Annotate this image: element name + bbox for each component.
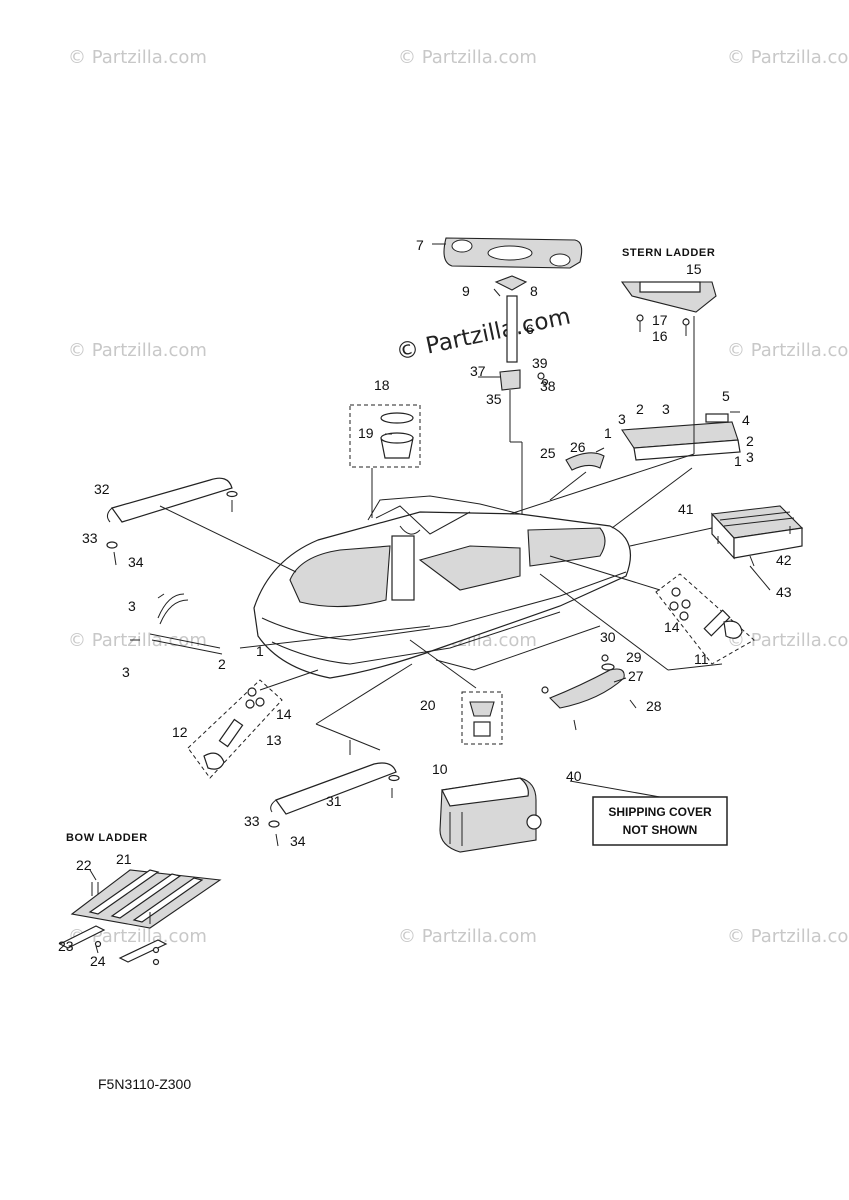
part-7-seat-top bbox=[432, 237, 583, 269]
callout-37: 37 bbox=[470, 363, 486, 379]
part-11-cleat-group bbox=[655, 573, 755, 665]
callout-39: 39 bbox=[532, 355, 548, 371]
callout-43: 43 bbox=[776, 584, 792, 600]
callout-4: 4 bbox=[742, 412, 750, 428]
callout-41: 41 bbox=[678, 501, 694, 517]
part-12-cleat-group bbox=[187, 679, 283, 779]
callout-2: 2 bbox=[746, 433, 754, 449]
watermark: © Partzilla.com bbox=[727, 47, 849, 68]
callout-34: 34 bbox=[128, 554, 144, 570]
callout-27: 27 bbox=[628, 668, 644, 684]
watermark: © Partzilla.com bbox=[68, 340, 207, 361]
callout-14: 14 bbox=[276, 706, 292, 722]
callout-18: 18 bbox=[374, 377, 390, 393]
callout-19: 19 bbox=[358, 425, 374, 441]
callout-30: 30 bbox=[600, 629, 616, 645]
callout-34: 34 bbox=[290, 833, 306, 849]
callout-33: 33 bbox=[244, 813, 260, 829]
callout-1: 1 bbox=[604, 425, 612, 441]
callout-10: 10 bbox=[432, 761, 448, 777]
callout-16: 16 bbox=[652, 328, 668, 344]
part-15-stern-ladder bbox=[620, 281, 717, 336]
watermark: © Partzilla.com bbox=[68, 47, 207, 68]
callout-22: 22 bbox=[76, 857, 92, 873]
callout-40: 40 bbox=[566, 768, 582, 784]
part-31-side-rail bbox=[268, 762, 400, 847]
leader-lines bbox=[159, 316, 771, 798]
part-2-bow-strip bbox=[130, 593, 223, 655]
callout-12: 12 bbox=[172, 724, 188, 740]
callout-2: 2 bbox=[636, 401, 644, 417]
callout-ticks bbox=[89, 677, 627, 954]
stern-bracket-group bbox=[621, 411, 741, 461]
watermark: © Partzilla.com bbox=[727, 340, 849, 361]
part-10-cooler bbox=[439, 777, 542, 853]
callout-15: 15 bbox=[686, 261, 702, 277]
bow-ladder bbox=[58, 869, 222, 966]
note-line-1: SHIPPING COVER bbox=[608, 805, 712, 819]
callout-6: 6 bbox=[526, 321, 534, 337]
callout-3: 3 bbox=[618, 411, 626, 427]
callout-3: 3 bbox=[122, 664, 130, 680]
callout-25: 25 bbox=[540, 445, 556, 461]
callout-3: 3 bbox=[746, 449, 754, 465]
callout-21: 21 bbox=[116, 851, 132, 867]
callout-26: 26 bbox=[570, 439, 586, 455]
callout-1: 1 bbox=[256, 643, 264, 659]
bow-ladder-heading: BOW LADDER bbox=[66, 832, 148, 844]
callout-20: 20 bbox=[420, 697, 436, 713]
part-27-side-handle bbox=[541, 654, 637, 731]
callout-17: 17 bbox=[652, 312, 668, 328]
callout-23: 23 bbox=[58, 938, 74, 954]
callout-35: 35 bbox=[486, 391, 502, 407]
diagram-code: F5N3110-Z300 bbox=[98, 1076, 191, 1092]
boat-hull bbox=[253, 495, 632, 679]
watermark: © Partzilla.com bbox=[398, 47, 537, 68]
callout-13: 13 bbox=[266, 732, 282, 748]
callout-7: 7 bbox=[416, 237, 424, 253]
callout-3: 3 bbox=[128, 598, 136, 614]
watermark: © Partzilla.com bbox=[398, 926, 537, 947]
shipping-cover-note: SHIPPING COVER NOT SHOWN bbox=[592, 796, 728, 846]
watermark: © Partzilla.com bbox=[727, 926, 849, 947]
callout-24: 24 bbox=[90, 953, 106, 969]
callout-8: 8 bbox=[530, 283, 538, 299]
callout-9: 9 bbox=[462, 283, 470, 299]
callout-3: 3 bbox=[662, 401, 670, 417]
callout-38: 38 bbox=[540, 378, 556, 394]
callout-2: 2 bbox=[218, 656, 226, 672]
part-32-bow-rail bbox=[106, 477, 238, 566]
stern-ladder-heading: STERN LADDER bbox=[622, 247, 715, 259]
callout-29: 29 bbox=[626, 649, 642, 665]
callout-1: 1 bbox=[734, 453, 742, 469]
callout-31: 31 bbox=[326, 793, 342, 809]
callout-5: 5 bbox=[722, 388, 730, 404]
note-line-2: NOT SHOWN bbox=[623, 823, 698, 837]
watermark: © Partzilla.com bbox=[727, 630, 849, 651]
callout-14: 14 bbox=[664, 619, 680, 635]
callout-32: 32 bbox=[94, 481, 110, 497]
callout-33: 33 bbox=[82, 530, 98, 546]
part-18-cup-holder-group bbox=[349, 404, 421, 468]
callout-42: 42 bbox=[776, 552, 792, 568]
part-20-drain-assembly bbox=[461, 691, 503, 745]
part-41-boarding-step bbox=[710, 505, 804, 567]
part-25-grab-handle bbox=[565, 447, 605, 471]
callout-28: 28 bbox=[646, 698, 662, 714]
callout-11: 11 bbox=[694, 651, 709, 667]
callouts: 7 9 8 6 37 39 38 35 18 19 15 17 16 5 4 2… bbox=[58, 237, 792, 969]
part-8-seat-base bbox=[478, 275, 549, 391]
